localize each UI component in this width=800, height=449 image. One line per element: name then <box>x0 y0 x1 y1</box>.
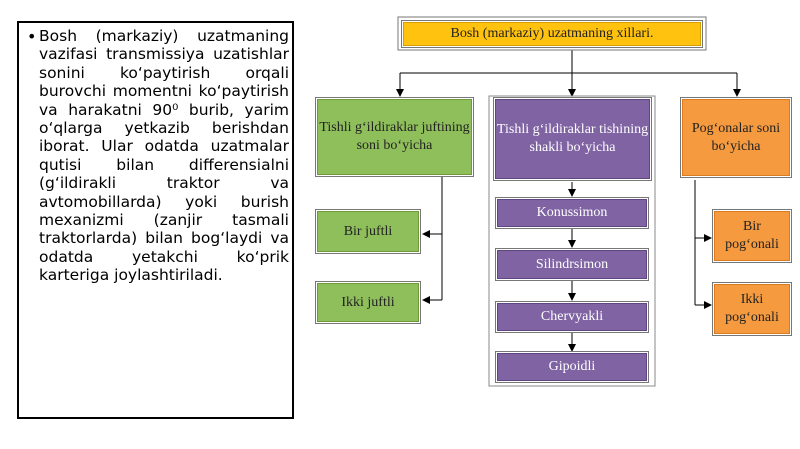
root-frame <box>397 16 707 51</box>
item-ikki-pogonali: Ikki pog‘onali <box>714 284 790 334</box>
item-bir-pogonali: Bir pog‘onali <box>714 211 790 261</box>
item-silindrsimon: Silindrsimon <box>497 250 647 279</box>
description-paragraph: Bosh (markaziy) uzatmaning vazifasi tran… <box>39 27 289 285</box>
category-2-frame <box>488 95 656 387</box>
category-stages: Pog‘onalar soni bo‘yicha <box>682 99 790 176</box>
item-chervyakli: Chervyakli <box>497 303 647 331</box>
item-konussimon: Konussimon <box>497 199 647 227</box>
item-ikki-juftli: Ikki juftli <box>317 283 419 322</box>
item-bir-juftli: Bir juftli <box>317 211 419 252</box>
item-gipoidli: Gipoidli <box>497 353 647 381</box>
text-panel: • Bosh (markaziy) uzatmaning vazifasi tr… <box>17 21 294 419</box>
bullet: • <box>27 27 37 46</box>
root-node: Bosh (markaziy) uzatmaning xillari. <box>403 22 701 46</box>
category-tooth-shape: Tishli g‘ildiraklar tishining shakli bo‘… <box>495 99 650 179</box>
category-gear-pairs: Tishli g‘ildiraklar juftining soni bo‘yi… <box>317 99 472 175</box>
